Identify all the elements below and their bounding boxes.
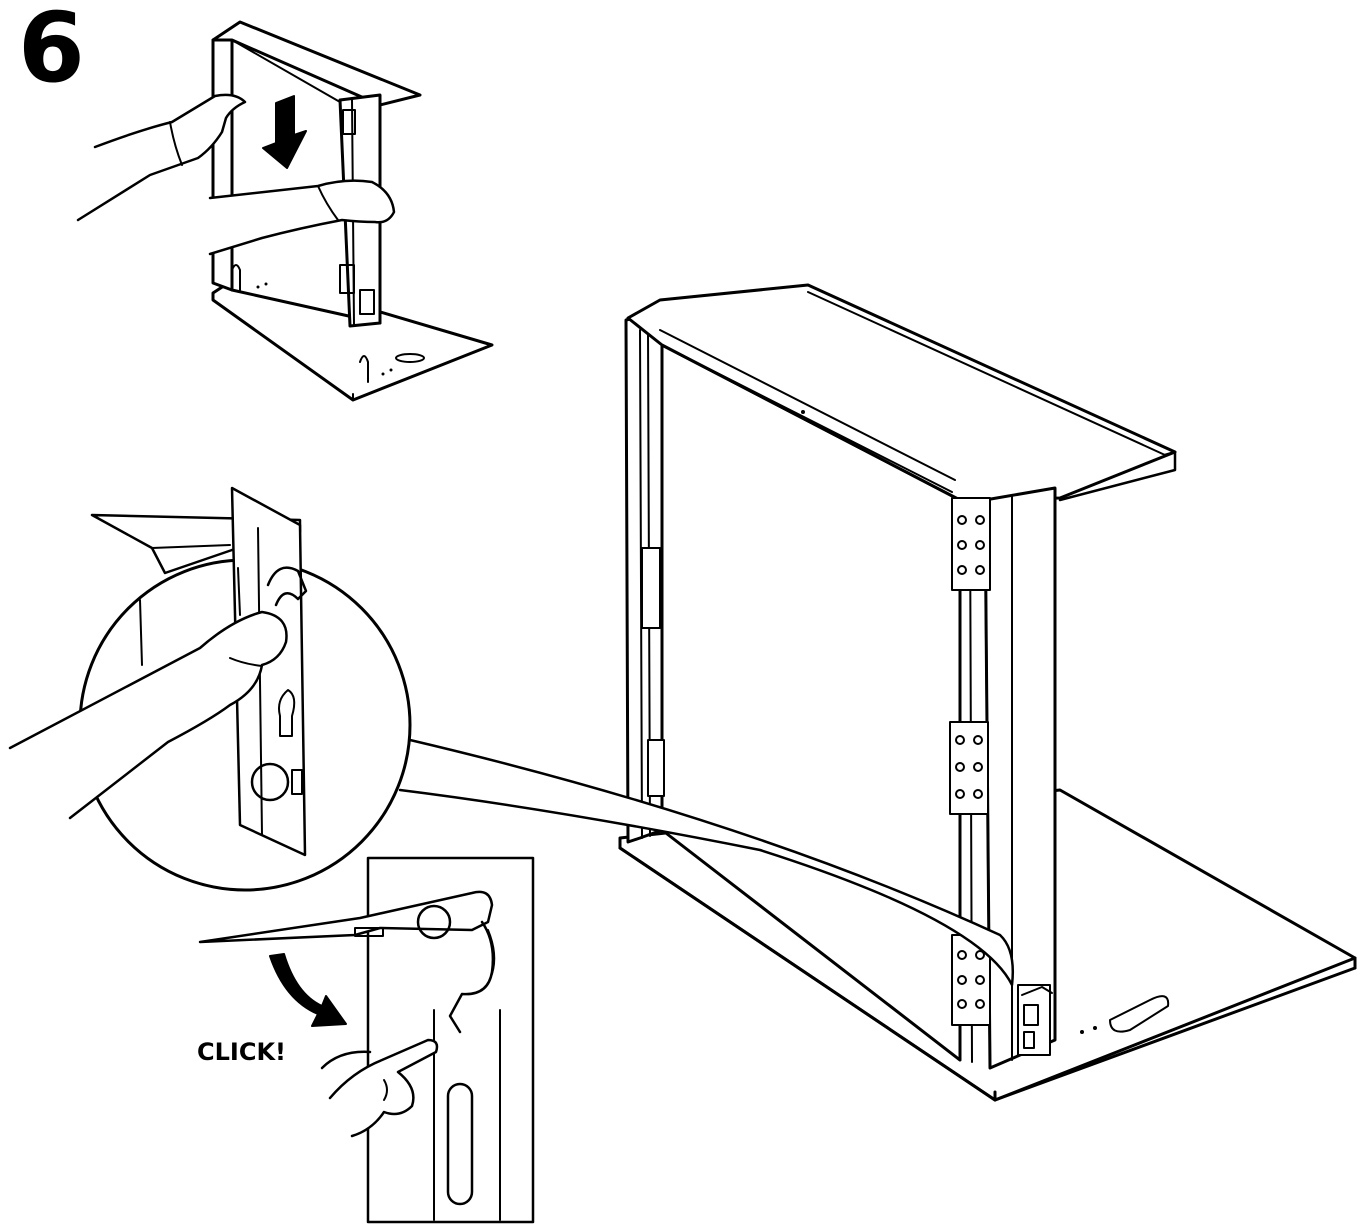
small-cabinet-scene — [78, 22, 492, 400]
latch-bracket — [1018, 985, 1052, 1055]
magnified-detail — [10, 488, 410, 890]
large-right-panel — [985, 488, 1055, 1068]
hinge-upper — [952, 498, 990, 590]
pressing-hand — [10, 612, 287, 818]
large-cabinet — [620, 285, 1355, 1100]
click-label: CLICK! — [197, 1038, 286, 1066]
small-top-panel — [213, 22, 420, 105]
curved-arrow-icon — [270, 954, 346, 1026]
lower-arm — [210, 181, 394, 254]
arrow-down-icon — [263, 96, 306, 168]
step-number: 6 — [18, 0, 85, 104]
click-detail — [200, 858, 533, 1222]
click-finger — [330, 1040, 437, 1136]
cam-peg — [1110, 996, 1168, 1031]
hinge-middle — [950, 722, 988, 814]
callout-beam — [400, 740, 1013, 985]
